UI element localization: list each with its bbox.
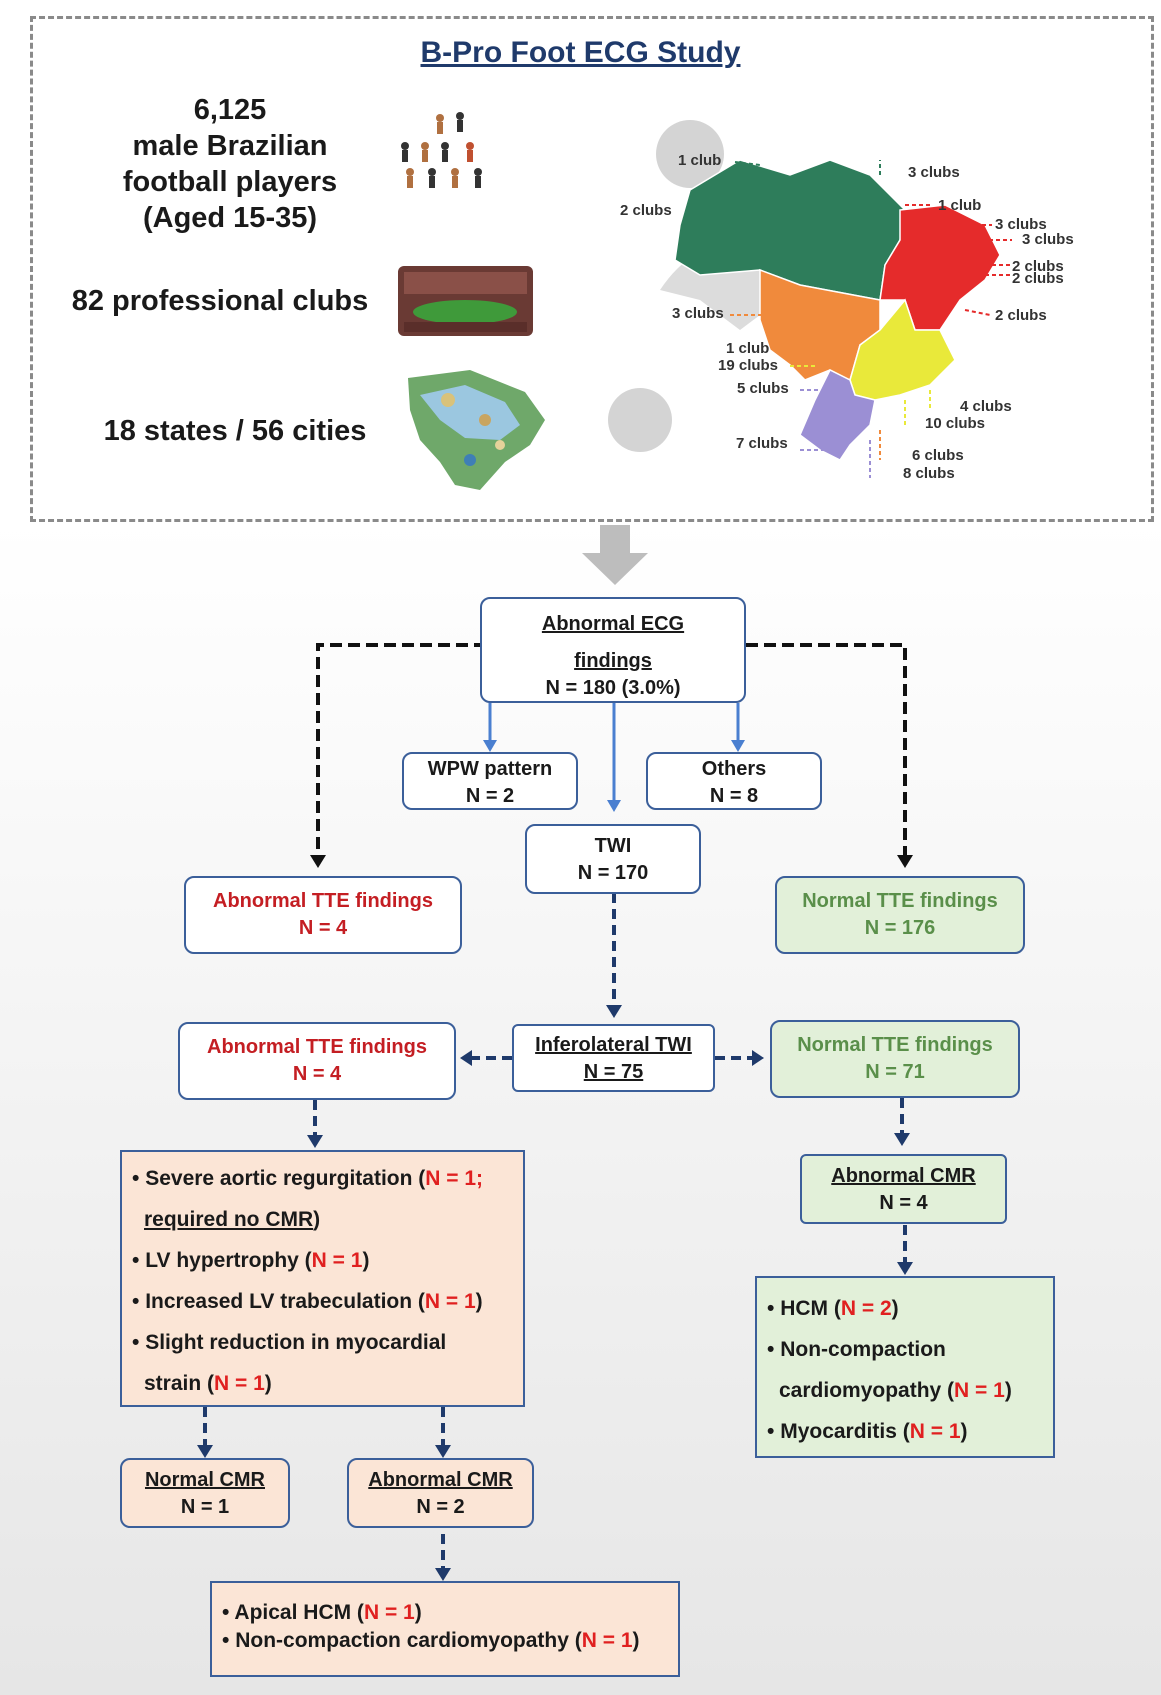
finding-item: • Myocarditis (N = 1)	[767, 1420, 968, 1443]
abnormal-cmr-left-box: Abnormal CMR N = 2	[347, 1458, 534, 1528]
map-label: 5 clubs	[737, 380, 789, 397]
map-label: 2 clubs	[1012, 270, 1064, 287]
decor-circle	[656, 120, 724, 188]
finding-item: • Non-compaction cardiomyopathy (N = 1)	[222, 1629, 640, 1652]
players-line-4: (Aged 15-35)	[142, 202, 318, 234]
map-label: 2 clubs	[620, 202, 672, 219]
clubs-stat: 82 professional clubs	[71, 285, 369, 317]
finding-item: • Severe aortic regurgitation (N = 1;	[132, 1167, 484, 1190]
map-label: 1 club	[678, 152, 722, 169]
twi-label: TWI	[594, 835, 632, 857]
flow-arrowheads	[197, 740, 913, 1581]
football-players-icon	[401, 112, 482, 188]
abnormal-ecg-label: Abnormal ECG	[541, 613, 685, 635]
brazil-illustration-image	[408, 370, 545, 490]
stadium-image	[398, 266, 533, 336]
abnormal-tte-label: Abnormal TTE findings	[213, 890, 433, 912]
others-count: N = 8	[709, 785, 759, 807]
normal-tte-label: Normal TTE findings	[802, 890, 998, 912]
map-label: 1 club	[726, 340, 770, 357]
right-findings-list: • HCM (N = 2) • Non-compaction cardiomyo…	[755, 1276, 1055, 1458]
map-label: 3 clubs	[1022, 231, 1074, 248]
normal-tte-count: N = 176	[864, 917, 936, 939]
inferolateral-label: Inferolateral TWI	[535, 1034, 692, 1056]
abnormal-ecg-label-2: findings	[574, 650, 652, 672]
map-label: 19 clubs	[718, 357, 779, 374]
abnormal-tte-box-1: Abnormal TTE findings N = 4	[184, 876, 462, 954]
abnormal-cmr-label: Abnormal CMR	[368, 1469, 513, 1491]
map-label: 8 clubs	[903, 465, 955, 482]
abnormal-cmr-label: Abnormal CMR	[831, 1165, 976, 1187]
finding-item: • HCM (N = 2)	[767, 1297, 899, 1320]
normal-tte-box-2: Normal TTE findings N = 71	[770, 1020, 1020, 1098]
wpw-box: WPW pattern N = 2	[402, 752, 578, 810]
others-box: Others N = 8	[646, 752, 822, 810]
map-label: 6 clubs	[912, 447, 964, 464]
wpw-label: WPW pattern	[427, 758, 553, 780]
map-label: 3 clubs	[672, 305, 724, 322]
map-leader-lines	[690, 160, 1012, 478]
finding-item: • Slight reduction in myocardial	[132, 1331, 447, 1354]
map-label: 3 clubs	[908, 164, 960, 181]
finding-item: • Non-compaction	[767, 1338, 946, 1361]
down-arrow-large	[582, 525, 648, 585]
study-title: B-Pro Foot ECG Study	[420, 36, 741, 69]
players-count: 6,125	[193, 94, 267, 126]
abnormal-ecg-box: Abnormal ECG findings N = 180 (3.0%)	[480, 597, 746, 703]
flow-connectors	[203, 643, 907, 1568]
map-label: 1 club	[938, 197, 982, 214]
normal-cmr-box: Normal CMR N = 1	[120, 1458, 290, 1528]
inferolateral-twi-box: Inferolateral TWI N = 75	[512, 1024, 715, 1092]
players-line-2: male Brazilian	[132, 130, 328, 162]
finding-item: • Increased LV trabeculation (N = 1)	[132, 1290, 483, 1313]
abnormal-tte-box-2: Abnormal TTE findings N = 4	[178, 1022, 456, 1100]
abnormal-ecg-count: N = 180 (3.0%)	[545, 677, 681, 699]
abnormal-tte-count: N = 4	[298, 917, 348, 939]
bottom-findings-list: • Apical HCM (N = 1) • Non-compaction ca…	[210, 1581, 680, 1677]
players-stat: 6,125 male Brazilian football players (A…	[100, 92, 360, 236]
normal-tte-count: N = 71	[865, 1061, 925, 1083]
map-label: 2 clubs	[995, 307, 1047, 324]
map-label: 2 clubs	[1012, 258, 1064, 275]
players-line-3: football players	[122, 166, 338, 198]
twi-count: N = 170	[577, 862, 649, 884]
map-label: 7 clubs	[736, 435, 788, 452]
map-label: 3 clubs	[995, 216, 1047, 233]
region-south	[799, 368, 876, 461]
decor-circle	[608, 388, 672, 452]
normal-cmr-label: Normal CMR	[144, 1469, 265, 1491]
normal-tte-label: Normal TTE findings	[797, 1034, 993, 1056]
map-label: 4 clubs	[960, 398, 1012, 415]
normal-cmr-count: N = 1	[180, 1496, 230, 1518]
normal-tte-box-1: Normal TTE findings N = 176	[775, 876, 1025, 954]
others-label: Others	[701, 758, 767, 780]
finding-item: strain (N = 1)	[144, 1372, 272, 1395]
brazil-map	[674, 159, 1001, 461]
wpw-count: N = 2	[465, 785, 515, 807]
abnormal-tte-label: Abnormal TTE findings	[207, 1036, 427, 1058]
abnormal-cmr-count: N = 2	[416, 1496, 465, 1518]
finding-item: required no CMR)	[144, 1208, 321, 1231]
finding-item: • Apical HCM (N = 1)	[222, 1601, 422, 1624]
left-findings-list: • Severe aortic regurgitation (N = 1; re…	[120, 1150, 525, 1407]
finding-item: • LV hypertrophy (N = 1)	[132, 1249, 370, 1272]
abnormal-cmr-right-box: Abnormal CMR N = 4	[800, 1154, 1007, 1224]
abnormal-cmr-count: N = 4	[879, 1192, 928, 1214]
region-southeast	[849, 298, 956, 401]
abnormal-tte-count: N = 4	[292, 1063, 342, 1085]
states-stat: 18 states / 56 cities	[103, 415, 367, 447]
finding-item: cardiomyopathy (N = 1)	[779, 1379, 1012, 1402]
map-label: 10 clubs	[925, 415, 986, 432]
inferolateral-count: N = 75	[583, 1061, 644, 1083]
twi-box: TWI N = 170	[525, 824, 701, 894]
